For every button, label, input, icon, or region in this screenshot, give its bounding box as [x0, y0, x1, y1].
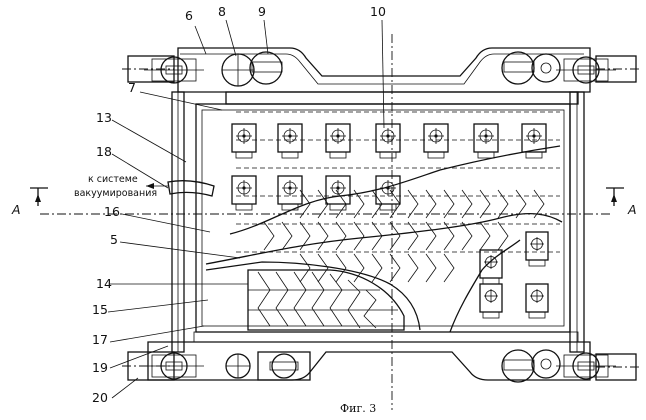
label-5: 5	[110, 232, 118, 247]
figure-caption: Фиг. 3	[340, 402, 376, 415]
section-mark-left	[30, 188, 48, 206]
label-13: 13	[96, 110, 112, 125]
section-letter-right: A	[627, 202, 637, 217]
clamp-row-2	[232, 176, 400, 210]
label-7: 7	[128, 80, 136, 95]
break-line-middle	[206, 214, 562, 264]
section-mark-right	[606, 188, 624, 206]
label-17: 17	[92, 332, 108, 347]
label-8: 8	[218, 4, 226, 19]
label-9: 9	[258, 4, 266, 19]
top-bar	[226, 92, 578, 104]
vacuum-note-line1: к системе	[88, 174, 138, 185]
top-wheels	[222, 52, 560, 86]
vacuum-note-line2: вакуумирования	[74, 188, 157, 199]
roller-top-right	[556, 57, 616, 83]
chamber	[196, 104, 570, 332]
label-14: 14	[96, 276, 112, 291]
vacuum-tube	[168, 181, 214, 196]
label-16: 16	[104, 204, 120, 219]
break-line-upper	[230, 146, 560, 234]
label-10: 10	[370, 4, 386, 19]
bottom-wheels	[226, 350, 560, 382]
label-20: 20	[92, 390, 108, 405]
bottom-frame-plate	[148, 342, 590, 380]
break-line-lower	[206, 262, 420, 330]
label-15: 15	[92, 302, 108, 317]
roller-bottom-right	[556, 353, 616, 379]
section-letter-left: A	[11, 202, 21, 217]
clamp-row-1	[232, 124, 546, 158]
label-18: 18	[96, 144, 112, 159]
label-19: 19	[92, 360, 108, 375]
label-6: 6	[185, 8, 193, 23]
